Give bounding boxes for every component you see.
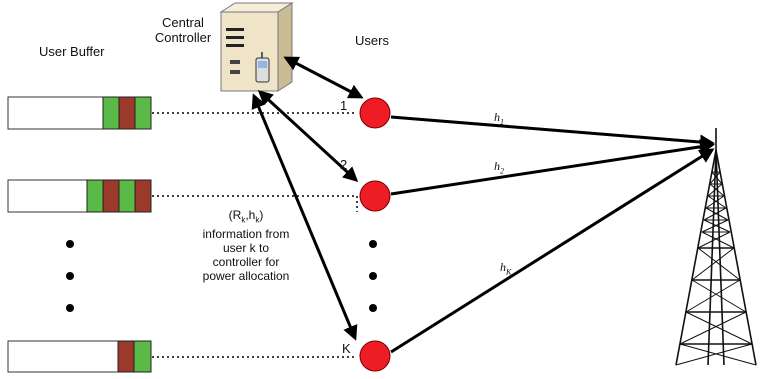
- buffer-user-1: [7, 96, 152, 130]
- server-computer-icon: [219, 2, 294, 92]
- channel-links: [390, 115, 715, 354]
- antenna-tower-icon: [675, 128, 757, 366]
- user-index-2: 2: [340, 157, 348, 172]
- user-index-1: 1: [340, 98, 348, 113]
- feedback-info-text: (Rk,hk) information from user k to contr…: [203, 208, 290, 283]
- buffer-user-k: [7, 340, 152, 373]
- packet-brown: [117, 340, 135, 373]
- feedback-info-line1: (Rk,hk): [228, 208, 264, 225]
- buffer-user-2: [7, 179, 152, 213]
- users-label: Users: [355, 33, 389, 48]
- channel-gain-label-1: h1: [494, 110, 504, 127]
- user-node-1: [359, 97, 391, 129]
- packet-green: [86, 179, 104, 213]
- packet-green: [118, 179, 136, 213]
- packet-brown: [134, 179, 152, 213]
- packet-green: [134, 96, 152, 130]
- feedback-info-line3: user k to: [222, 241, 270, 256]
- feedback-info-line5: power allocation: [202, 269, 290, 284]
- buffer-ellipsis: [66, 240, 74, 312]
- packet-brown: [102, 179, 120, 213]
- user-index-k: K: [342, 341, 351, 356]
- central-controller-label-line2: Controller: [154, 30, 212, 45]
- user-node-2: [359, 180, 391, 212]
- phone-icon: [255, 52, 270, 83]
- user-buffer-label: User Buffer: [39, 44, 105, 59]
- user-node-k: [359, 340, 391, 372]
- channel-gain-label-2: h2: [494, 159, 504, 176]
- controller-user-links: [251, 56, 364, 341]
- feedback-info-line2: information from: [202, 227, 290, 242]
- central-controller-label: Central Controller: [155, 15, 211, 45]
- packet-green: [102, 96, 120, 130]
- user-ellipsis: [369, 240, 377, 312]
- channel-gain-label-k: hK: [500, 260, 512, 277]
- packet-brown: [118, 96, 136, 130]
- central-controller-label-line1: Central: [162, 15, 204, 30]
- feedback-info-line4: controller for: [212, 255, 280, 270]
- packet-green: [133, 340, 152, 373]
